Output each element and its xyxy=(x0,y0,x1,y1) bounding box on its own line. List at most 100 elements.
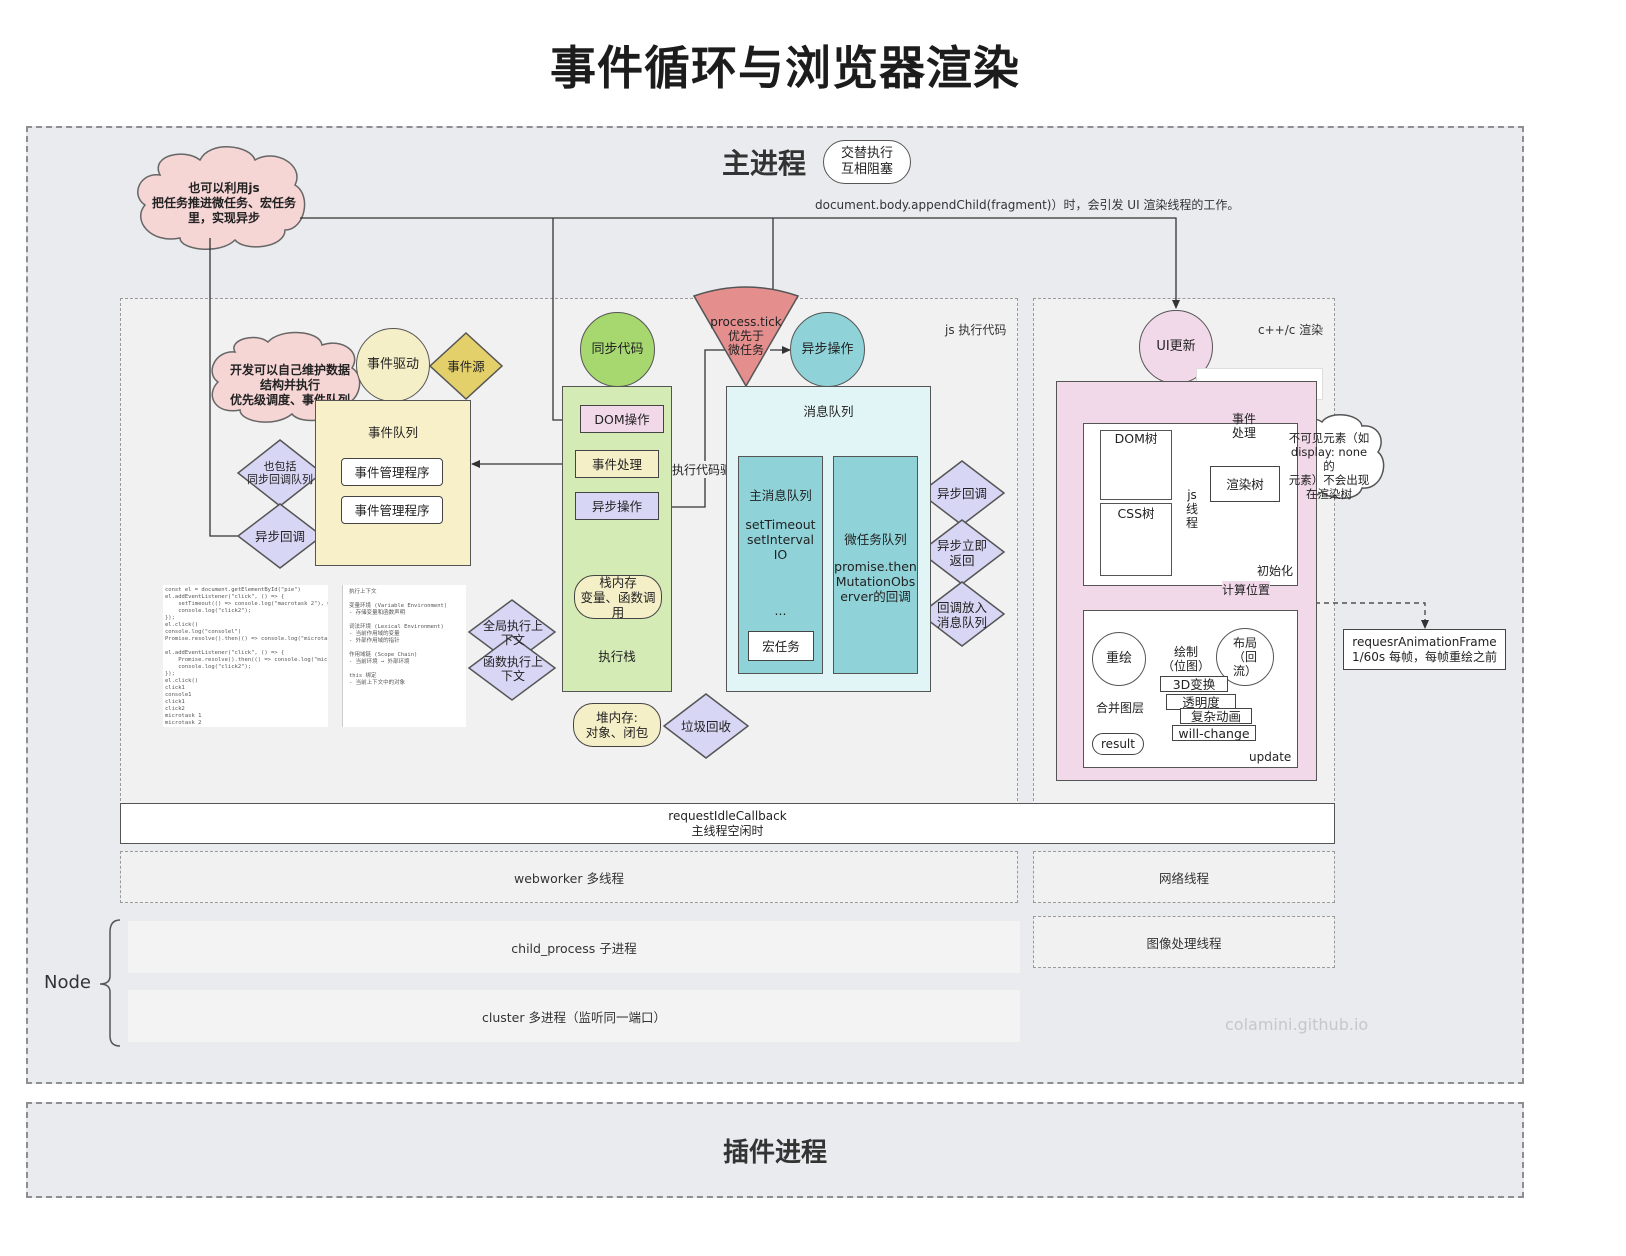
dom-op-box: DOM操作 xyxy=(580,405,664,433)
layout-line-3: 流） xyxy=(1232,664,1257,678)
invisible-note-line-1: 不可见元素（如 xyxy=(1288,431,1370,445)
event-queue-title: 事件队列 xyxy=(367,425,418,440)
heap-line-1: 堆内存: xyxy=(596,710,638,725)
code-snippet: const el = document.getElementById("pie"… xyxy=(163,585,328,727)
macro-queue-items: setTimeout setInterval IO xyxy=(738,517,823,562)
cloud-top-shape xyxy=(137,146,306,251)
diamond-async-cb-shape xyxy=(236,503,324,569)
idle-line-1: requestIdleCallback xyxy=(668,808,787,823)
stack-mem-line-1: 栈内存 xyxy=(599,574,637,590)
stack-mem-box: 栈内存 变量、函数调 用 xyxy=(574,574,662,620)
render-tree-box: 渲染树 xyxy=(1210,466,1280,502)
process-tick-text: process.tick 优先于 微任务 xyxy=(706,315,786,357)
diamond-right-cb-queue-shape xyxy=(918,581,1006,647)
event-handle-box: 事件处理 xyxy=(575,450,659,478)
css-tree-box xyxy=(1100,503,1172,576)
child-process-bar: child_process 子进程 xyxy=(128,921,1020,973)
diamond-gc-shape xyxy=(662,693,750,759)
layout-line-1: 布局 xyxy=(1232,636,1257,650)
render-event-line-2: 处理 xyxy=(1231,426,1256,440)
plugin-process-title: 插件进程 xyxy=(722,1137,827,1168)
macro-item-3: IO xyxy=(773,547,788,562)
macro-queue-title: 主消息队列 xyxy=(749,488,812,503)
event-source-shape xyxy=(428,331,504,401)
func-ctx-text: 函数执行上 下文 xyxy=(474,655,552,683)
right-cb-queue-text: 回调放入 消息队列 xyxy=(924,600,1000,630)
right-async-cb-text: 异步回调 xyxy=(936,486,987,501)
webworker-bar: webworker 多线程 xyxy=(120,851,1018,903)
global-ctx-line-2: 下文 xyxy=(500,633,525,647)
cloud-dev-line-2: 结构并执行 xyxy=(259,378,320,392)
raf-line-2: 1/60s 每帧，每帧重绘之前 xyxy=(1351,649,1497,664)
append-note: document.body.appendChild(fragment)）时，会引… xyxy=(815,198,1240,212)
network-bar: 网络线程 xyxy=(1033,851,1335,903)
async-op-circle: 异步操作 xyxy=(790,312,865,387)
layout-line-2: （回 xyxy=(1232,650,1257,664)
js-thread-label: js 线 程 xyxy=(1184,488,1200,530)
idle-line-2: 主线程空闲时 xyxy=(691,823,764,838)
node-brace xyxy=(99,919,121,1047)
invisible-note-line-4: 在渲染树 xyxy=(1306,487,1352,501)
micro-item-3: erver的回调 xyxy=(840,589,911,604)
render-region-label: c++/c 渲染 xyxy=(1258,323,1324,337)
cb-queue-line-2: 消息队列 xyxy=(936,615,987,630)
js-thread-line-1: js xyxy=(1187,488,1197,502)
process-tick-line-3: 微任务 xyxy=(727,343,764,357)
cluster-bar: cluster 多进程（监听同一端口） xyxy=(128,990,1020,1042)
async-op-box: 异步操作 xyxy=(575,492,659,520)
calc-pos-label: 计算位置 xyxy=(1222,581,1271,598)
js-thread-line-3: 程 xyxy=(1185,516,1198,530)
event-driven-circle: 事件驱动 xyxy=(356,328,430,402)
invisible-note-line-3: 元素）不会出现 xyxy=(1288,473,1370,487)
merge-label: 合并图层 xyxy=(1096,701,1145,715)
cloud-top-line-3: 里，实现异步 xyxy=(187,211,260,225)
macro-item-1: setTimeout xyxy=(745,517,816,532)
cloud-top-line-2: 把任务推进微任务、宏任务 xyxy=(151,196,296,210)
pill-line-1: 交替执行 xyxy=(840,146,893,161)
layer-animation: 复杂动画 xyxy=(1180,708,1252,724)
pill-line-2: 互相阻塞 xyxy=(840,162,893,177)
macro-task-box: 宏任务 xyxy=(748,631,814,661)
cloud-dev-text: 开发可以自己维护数据 结构并执行 优先级调度、事件队列 xyxy=(220,363,360,408)
paint-line-1: 绘制 xyxy=(1173,645,1198,659)
exec-stack-box xyxy=(562,386,672,692)
heap-box: 堆内存: 对象、闭包 xyxy=(573,703,661,747)
plugin-process-region: 插件进程 xyxy=(26,1102,1524,1198)
micro-item-1: promise.then xyxy=(834,559,917,574)
event-handler-1: 事件管理程序 xyxy=(341,458,443,486)
update-label: update xyxy=(1249,750,1292,764)
message-queue-title: 消息队列 xyxy=(803,404,854,419)
diamond-sync-queue-text: 也包括 同步回调队列 xyxy=(242,460,318,486)
async-return-line-1: 异步立即 xyxy=(936,538,987,553)
idle-callback-bar: requestIdleCallback 主线程空闲时 xyxy=(120,803,1335,844)
sync-queue-line-2: 同步回调队列 xyxy=(247,473,313,486)
macro-ellipsis: ... xyxy=(774,603,787,618)
js-thread-line-2: 线 xyxy=(1185,502,1198,516)
image-bar: 图像处理线程 xyxy=(1033,916,1335,968)
global-ctx-line-1: 全局执行上 xyxy=(482,619,543,633)
css-tree-label: CSS树 xyxy=(1117,506,1155,521)
gc-label: 垃圾回收 xyxy=(680,719,731,734)
js-region-label: js 执行代码 xyxy=(945,323,1007,337)
paint-line-2: （位图） xyxy=(1161,659,1210,673)
async-return-line-2: 返回 xyxy=(949,553,975,568)
cloud-top-line-1: 也可以利用js xyxy=(188,181,260,195)
heap-line-2: 对象、闭包 xyxy=(585,725,649,740)
diamond-func-ctx-shape xyxy=(467,635,557,701)
cb-queue-line-1: 回调放入 xyxy=(936,600,987,615)
dom-tree-label: DOM树 xyxy=(1114,431,1158,446)
layer-will-change: will-change xyxy=(1172,725,1256,741)
right-async-return-text: 异步立即 返回 xyxy=(924,538,1000,568)
micro-queue-items: promise.then MutationObs erver的回调 xyxy=(833,559,918,604)
micro-item-2: MutationObs xyxy=(835,574,916,589)
sync-code-circle: 同步代码 xyxy=(580,312,655,387)
diamond-async-cb-text: 异步回调 xyxy=(254,529,305,544)
event-source-label: 事件源 xyxy=(447,359,485,374)
stack-mem-line-3: 用 xyxy=(611,604,625,620)
cloud-top-text: 也可以利用js 把任务推进微任务、宏任务 里，实现异步 xyxy=(140,181,308,226)
alternate-pill: 交替执行 互相阻塞 xyxy=(823,140,911,184)
node-label: Node xyxy=(44,972,91,993)
page-title: 事件循环与浏览器渲染 xyxy=(550,41,1020,95)
event-handler-2: 事件管理程序 xyxy=(341,496,443,524)
func-ctx-line-2: 下文 xyxy=(500,669,525,683)
